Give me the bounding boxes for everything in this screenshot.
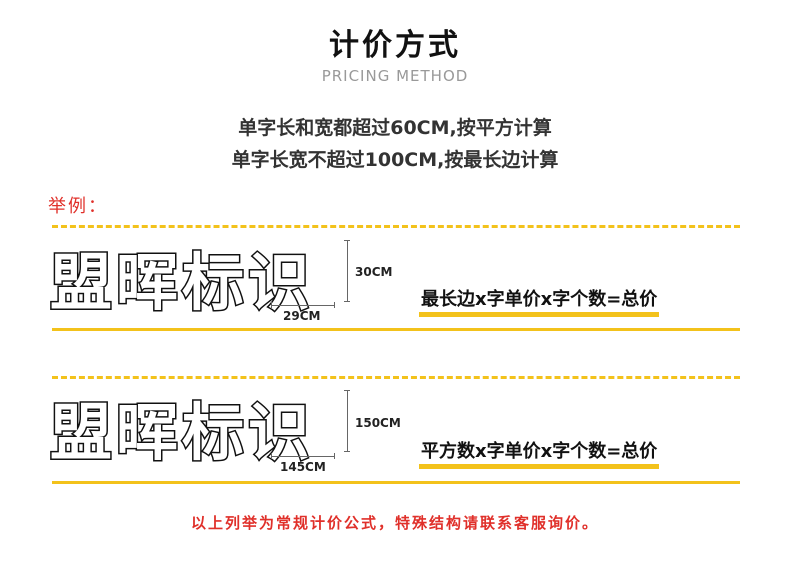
example2-width-tick-right: [334, 453, 335, 459]
example2-top-divider: [52, 376, 740, 379]
example1-bottom-divider: [52, 328, 740, 331]
example2-height-dimension-line: [347, 390, 348, 452]
example2-formula: 平方数x字单价x字个数=总价: [419, 441, 660, 469]
example1-width-dimension-line: [271, 305, 335, 306]
example2-height-tick-top: [344, 390, 350, 391]
example1-height-tick-top: [344, 240, 350, 241]
example2-height-tick-bottom: [344, 451, 350, 452]
example2-height-label: 150CM: [355, 416, 401, 430]
example1-width-label: 29CM: [283, 309, 321, 323]
page-title: 计价方式: [329, 28, 461, 63]
example2-bottom-divider: [52, 481, 740, 484]
example1-height-dimension-line: [347, 240, 348, 302]
rule-line-1: 单字长和宽都超过60CM,按平方计算: [238, 117, 552, 139]
example-label: 举例：: [48, 196, 108, 217]
rule-line-2: 单字长宽不超过100CM,按最长边计算: [231, 149, 559, 171]
example1-width-tick-left: [271, 302, 272, 308]
example2-sign-text: 盟晖标识: [48, 395, 315, 471]
page-subtitle: PRICING METHOD: [321, 67, 469, 85]
footer-note: 以上列举为常规计价公式，特殊结构请联系客服询价。: [190, 514, 599, 532]
example1-top-divider: [52, 225, 740, 228]
example1-formula: 最长边x字单价x字个数=总价: [419, 289, 660, 317]
example1-height-label: 30CM: [355, 265, 393, 279]
example1-width-tick-right: [334, 302, 335, 308]
example1-sign-text: 盟晖标识: [48, 245, 315, 321]
example1-height-tick-bottom: [344, 301, 350, 302]
example2-width-tick-left: [271, 453, 272, 459]
example2-width-dimension-line: [271, 456, 335, 457]
example2-width-label: 145CM: [280, 460, 326, 474]
